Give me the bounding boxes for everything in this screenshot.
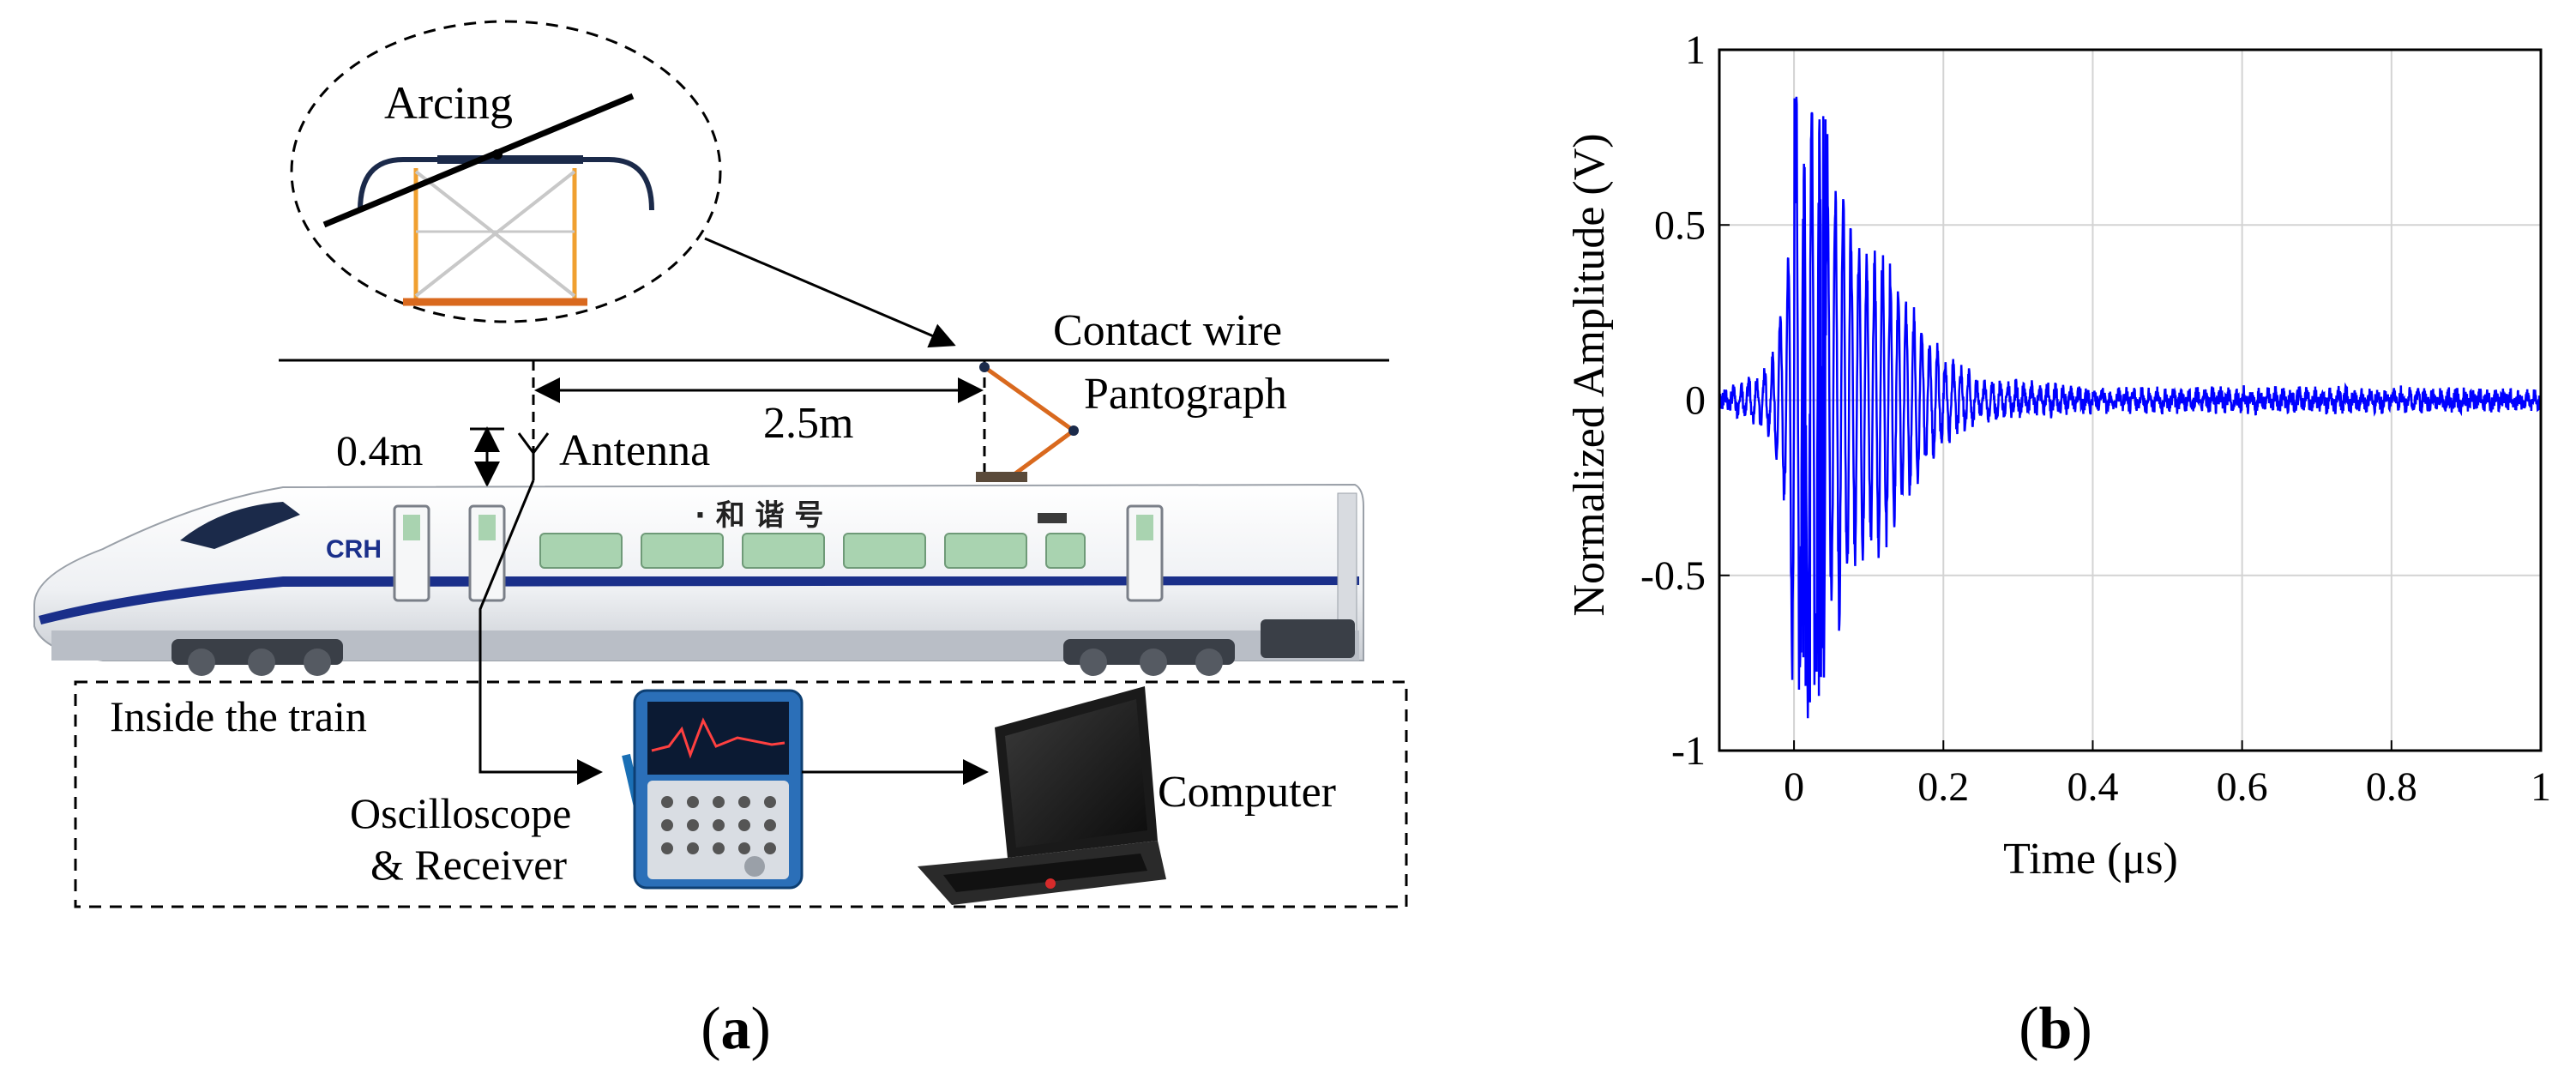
pantograph-label: Pantograph bbox=[1084, 370, 1287, 419]
train-brand-label: CRH bbox=[326, 535, 382, 564]
laptop-icon bbox=[918, 686, 1166, 905]
y-tick-label: 0 bbox=[1685, 378, 1706, 424]
y-axis-label: Normalized Amplitude (V) bbox=[1565, 133, 1614, 616]
panel-b: 0 0.2 0.4 0.6 0.8 1 1 0.5 0 -0.5 -1 Time (μs) Norm… bbox=[1565, 27, 2551, 884]
train-image: CRH · 和 谐 号 bbox=[33, 483, 1364, 676]
oscilloscope-label: Oscilloscope bbox=[350, 789, 571, 837]
y-tick-label: 0.5 bbox=[1654, 202, 1706, 248]
y-tick-label: -0.5 bbox=[1640, 553, 1706, 599]
arcing-label: Arcing bbox=[384, 77, 513, 129]
antenna-label: Antenna bbox=[559, 426, 710, 475]
arcing-zoom: Arcing bbox=[290, 20, 722, 323]
pantograph-head-icon bbox=[358, 157, 654, 211]
x-tick-label: 0.6 bbox=[2217, 764, 2268, 810]
pantograph-icon bbox=[976, 362, 1079, 482]
oscilloscope-icon bbox=[622, 689, 803, 890]
y-tick-label: 1 bbox=[1685, 27, 1706, 73]
plot-frame bbox=[1718, 48, 2543, 752]
caption-a: (a) bbox=[701, 996, 771, 1062]
receiver-label: & Receiver bbox=[370, 841, 567, 889]
antenna-cable bbox=[478, 480, 603, 785]
panel-a: Arcing Contact wire 2.5m Pantograph 0.4m bbox=[33, 20, 1408, 908]
train-name-label: · 和 谐 号 bbox=[695, 498, 823, 533]
x-tick-label: 1 bbox=[2531, 764, 2551, 810]
inside-train-label: Inside the train bbox=[110, 692, 367, 740]
waveform-line bbox=[1718, 96, 2543, 719]
y-tick-label: -1 bbox=[1671, 728, 1706, 774]
axis-ticks: 0 0.2 0.4 0.6 0.8 1 1 0.5 0 -0.5 -1 bbox=[1640, 27, 2551, 810]
antenna-icon bbox=[517, 432, 550, 480]
inside-train-box bbox=[74, 680, 1408, 908]
x-tick-label: 0.4 bbox=[2067, 764, 2118, 810]
x-tick-label: 0.8 bbox=[2366, 764, 2417, 810]
x-tick-label: 0 bbox=[1784, 764, 1804, 810]
x-tick-label: 0.2 bbox=[1917, 764, 1969, 810]
zoom-arrow bbox=[704, 237, 956, 348]
computer-label: Computer bbox=[1158, 768, 1336, 817]
caption-b: (b) bbox=[2019, 996, 2092, 1062]
distance-label: 2.5m bbox=[763, 399, 853, 448]
contact-wire-label: Contact wire bbox=[1053, 306, 1282, 355]
x-axis-label: Time (μs) bbox=[2003, 835, 2178, 884]
height-label: 0.4m bbox=[336, 426, 424, 474]
